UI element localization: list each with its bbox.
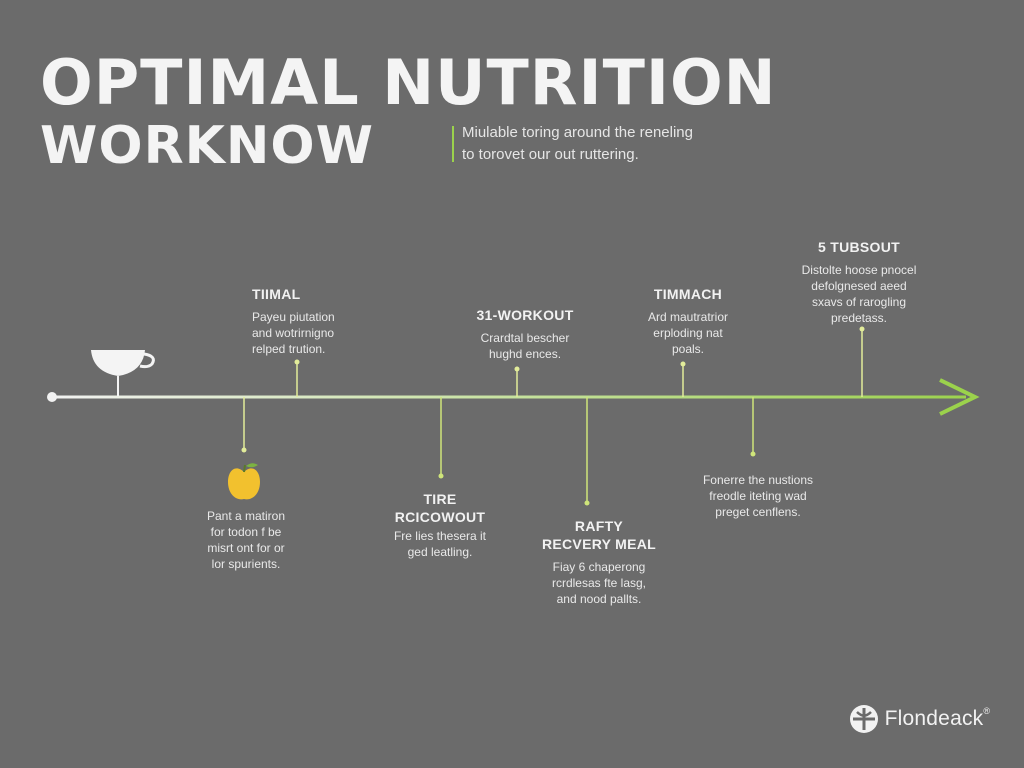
event-above-1-heading: TIIMAL xyxy=(252,286,301,302)
connector-below-1 xyxy=(241,397,247,453)
event-below-1: Pant a matiron for todon f be misrt ont … xyxy=(207,502,285,572)
event-above-1: TIIMAL Payeu piutation and wotrirnigno r… xyxy=(252,285,335,357)
coffee-cup-icon xyxy=(91,350,155,396)
event-above-4: 5 TUBSOUT Distolte hoose pnocel defolgne… xyxy=(802,238,917,326)
page-title-line-2: WORKNOW xyxy=(40,116,374,176)
event-above-1-desc: Payeu piutation and wotrirnigno relped t… xyxy=(252,310,335,356)
event-below-3: RAFTY RECVERY MEAL Fiay 6 chaperong rcrd… xyxy=(542,517,656,607)
connector-below-4 xyxy=(750,397,756,457)
event-above-2-desc: Crardtal bescher hughd ences. xyxy=(480,331,570,361)
event-below-1-desc: Pant a matiron for todon f be misrt ont … xyxy=(206,509,286,571)
event-above-2: 31-WORKOUT Crardtal bescher hughd ences. xyxy=(476,306,573,362)
event-below-4-desc: Fonerre the nustions freodle iteting wad… xyxy=(702,473,814,519)
connector-above-1 xyxy=(294,359,300,397)
timeline-start-dot xyxy=(47,392,57,402)
event-above-4-heading: 5 TUBSOUT xyxy=(817,239,901,255)
subtitle: Miulable toring around the reneling to t… xyxy=(462,124,693,163)
event-above-3-desc: Ard mautratrior erploding nat poals. xyxy=(647,310,729,356)
connector-above-4 xyxy=(859,326,865,397)
arrow-right-icon xyxy=(939,378,980,416)
brand-mark: ® xyxy=(983,706,990,716)
subtitle-accent-bar xyxy=(452,126,454,162)
event-below-2-desc: Fre lies thesera it ged leatling. xyxy=(393,529,487,559)
page-title-line-1: OPTIMAL NUTRITION xyxy=(40,46,777,119)
event-below-3-heading: RAFTY RECVERY MEAL xyxy=(541,518,657,552)
brand-logo-icon xyxy=(849,705,878,733)
event-below-2: TIRE RCICOWOUT Fre lies thesera it ged l… xyxy=(394,490,486,560)
event-above-3-heading: TIMMACH xyxy=(653,286,723,302)
event-above-3: TIMMACH Ard mautratrior erploding nat po… xyxy=(648,285,728,357)
brand-name: Flondeack xyxy=(884,707,984,730)
event-above-4-desc: Distolte hoose pnocel defolgnesed aeed s… xyxy=(801,263,917,325)
connector-above-2 xyxy=(514,366,520,397)
connector-below-2 xyxy=(438,397,444,479)
apple-icon xyxy=(228,463,260,500)
event-below-4: Fonerre the nustions freodle iteting wad… xyxy=(703,466,813,520)
connector-above-3 xyxy=(680,361,686,397)
event-above-2-heading: 31-WORKOUT xyxy=(476,307,574,323)
event-below-2-heading: TIRE RCICOWOUT xyxy=(394,491,486,525)
brand: Flondeack ® xyxy=(849,704,990,734)
connector-below-3 xyxy=(584,397,590,506)
event-below-3-desc: Fiay 6 chaperong rcrdlesas fte lasg, and… xyxy=(551,560,647,606)
